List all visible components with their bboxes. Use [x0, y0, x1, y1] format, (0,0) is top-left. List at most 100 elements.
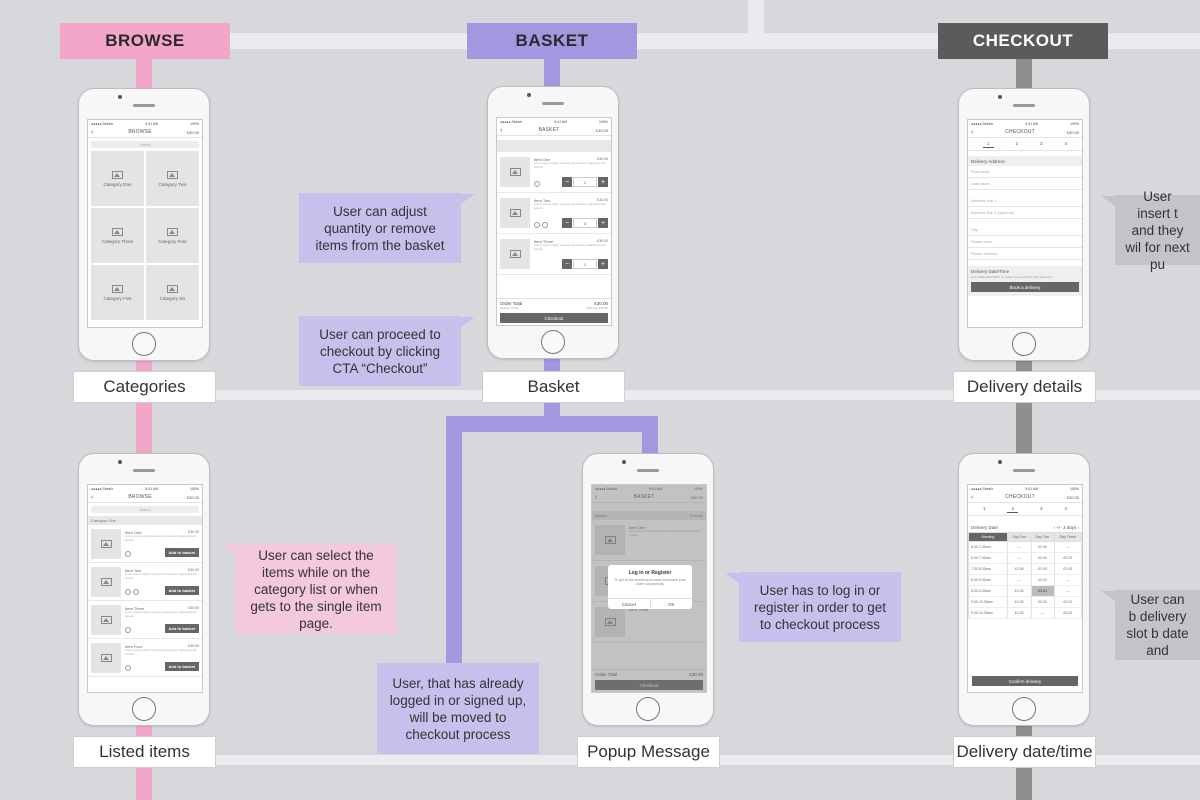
- quantity-field[interactable]: 3: [573, 218, 597, 228]
- home-button[interactable]: [541, 330, 565, 354]
- step-4[interactable]: 4: [1064, 506, 1067, 511]
- slot-cell[interactable]: £2.00: [1030, 541, 1055, 553]
- slot-cell[interactable]: —: [1007, 552, 1032, 564]
- remove-icon[interactable]: [534, 181, 540, 187]
- favourite-icon[interactable]: [125, 589, 131, 595]
- home-button[interactable]: [1012, 697, 1036, 721]
- add-to-basket-button[interactable]: Add to basket: [164, 548, 199, 557]
- search-input[interactable]: Search: [91, 506, 199, 513]
- slot-cell[interactable]: —: [1007, 541, 1032, 553]
- last-name-field[interactable]: Last name: [968, 178, 1082, 190]
- slot-cell[interactable]: —: [1053, 585, 1082, 597]
- basket-item[interactable]: Item Three Lorem ipsum dolor sit amet co…: [497, 234, 611, 275]
- add-to-basket-button[interactable]: Add to basket: [164, 624, 199, 633]
- column-header[interactable]: Day One: [1007, 532, 1032, 542]
- back-icon[interactable]: ‹: [971, 128, 974, 136]
- slot-cell[interactable]: —: [1053, 541, 1082, 553]
- cart-price[interactable]: £30.00: [595, 127, 608, 133]
- decrease-button[interactable]: −: [562, 218, 572, 228]
- add-to-basket-button[interactable]: Add to basket: [164, 586, 199, 595]
- increase-button[interactable]: +: [598, 177, 608, 187]
- first-name-field[interactable]: First name: [968, 166, 1082, 178]
- slot-cell[interactable]: £2.00: [1030, 574, 1055, 586]
- step-3[interactable]: 3: [1039, 141, 1043, 146]
- book-delivery-button[interactable]: Book a delivery: [971, 282, 1079, 292]
- list-item[interactable]: Item Two Lorem ipsum dolor sit amet cons…: [88, 563, 202, 601]
- cart-price[interactable]: £30.00: [186, 494, 199, 500]
- step-1[interactable]: 1: [982, 506, 986, 511]
- cart-price[interactable]: £30.00: [186, 129, 199, 135]
- category-cell[interactable]: Category Two: [146, 151, 199, 206]
- cart-price[interactable]: £30.00: [1066, 494, 1079, 500]
- slot-cell[interactable]: £2.00: [1053, 607, 1082, 619]
- column-header[interactable]: Day Three: [1053, 532, 1082, 542]
- list-item[interactable]: Item Three Lorem ipsum dolor sit amet co…: [88, 601, 202, 639]
- increase-button[interactable]: +: [598, 259, 608, 269]
- list-item[interactable]: Item Four Lorem ipsum dolor sit amet con…: [88, 639, 202, 677]
- category-cell[interactable]: Category Three: [91, 208, 144, 263]
- slot-cell[interactable]: —: [1030, 607, 1055, 619]
- slot-cell-selected[interactable]: £3.00: [1030, 585, 1055, 597]
- home-button[interactable]: [132, 332, 156, 356]
- column-header[interactable]: Day Two: [1030, 532, 1055, 542]
- slot-cell[interactable]: £2.00: [1053, 552, 1082, 564]
- favourite-icon[interactable]: [125, 665, 131, 671]
- slot-cell[interactable]: £2.00: [1053, 563, 1082, 575]
- back-icon[interactable]: ‹: [91, 493, 94, 501]
- slot-cell[interactable]: £2.00: [1007, 607, 1032, 619]
- favourite-icon[interactable]: [125, 551, 131, 557]
- step-3[interactable]: 3: [1039, 506, 1043, 511]
- confirm-delivery-button[interactable]: Confirm delivery: [972, 676, 1078, 686]
- back-icon[interactable]: ‹: [500, 126, 503, 134]
- decrease-button[interactable]: −: [562, 259, 572, 269]
- info-icon[interactable]: [542, 222, 548, 228]
- slot-cell[interactable]: £2.00: [1007, 596, 1032, 608]
- city-field[interactable]: City: [968, 224, 1082, 236]
- back-icon[interactable]: ‹: [971, 493, 974, 501]
- phone-number-field[interactable]: Phone number: [968, 248, 1082, 260]
- slot-cell[interactable]: —: [1007, 574, 1032, 586]
- address-line2-field[interactable]: Address line 2 (optional): [968, 207, 1082, 219]
- checkout-button[interactable]: Checkout: [500, 313, 608, 323]
- chevron-left-icon[interactable]: ‹: [1053, 524, 1056, 530]
- category-cell[interactable]: Category Five: [91, 265, 144, 320]
- step-2[interactable]: 2: [1015, 141, 1018, 146]
- quantity-field[interactable]: 1: [573, 177, 597, 187]
- home-button[interactable]: [636, 697, 660, 721]
- increase-button[interactable]: +: [598, 218, 608, 228]
- decrease-button[interactable]: −: [562, 177, 572, 187]
- slot-cell[interactable]: £2.00: [1007, 585, 1032, 597]
- slot-cell[interactable]: £2.00: [1030, 552, 1055, 564]
- cancel-button[interactable]: Cancel: [621, 601, 636, 607]
- category-cell[interactable]: Category One: [91, 151, 144, 206]
- chevron-right-icon[interactable]: ›: [1077, 524, 1080, 530]
- remove-icon[interactable]: [534, 222, 540, 228]
- home-button[interactable]: [132, 697, 156, 721]
- ok-button[interactable]: OK: [649, 599, 693, 609]
- slot-cell[interactable]: —: [1053, 574, 1082, 586]
- category-cell[interactable]: Category Six: [146, 265, 199, 320]
- slot-cell[interactable]: £2.00: [1053, 596, 1082, 608]
- category-cell[interactable]: Category Four: [146, 208, 199, 263]
- search-input[interactable]: Search: [91, 141, 199, 148]
- back-icon[interactable]: ‹: [595, 493, 598, 501]
- info-icon[interactable]: [133, 589, 139, 595]
- add-to-basket-button[interactable]: Add to basket: [164, 662, 199, 671]
- back-icon[interactable]: ‹: [91, 128, 94, 136]
- column-header[interactable]: Morning: [968, 532, 1009, 542]
- step-4[interactable]: 4: [1064, 141, 1067, 146]
- favourite-icon[interactable]: [125, 627, 131, 633]
- basket-item[interactable]: Item One Lorem ipsum dolor sit amet cons…: [497, 152, 611, 193]
- list-item[interactable]: Item One Lorem ipsum dolor sit amet cons…: [88, 525, 202, 563]
- postal-code-field[interactable]: Postal code: [968, 236, 1082, 248]
- step-1[interactable]: 1: [982, 141, 994, 148]
- cart-price[interactable]: £30.00: [690, 494, 703, 500]
- step-2[interactable]: 2: [1007, 506, 1018, 513]
- address-line1-field[interactable]: Address line 1: [968, 195, 1082, 207]
- slot-cell[interactable]: £2.00: [1030, 563, 1055, 575]
- basket-item[interactable]: Item Two Lorem ipsum dolor sit amet cons…: [497, 193, 611, 234]
- quantity-field[interactable]: 1: [573, 259, 597, 269]
- slot-cell[interactable]: £2.00: [1007, 563, 1032, 575]
- slot-cell[interactable]: £2.00: [1030, 596, 1055, 608]
- cart-price[interactable]: £30.00: [1066, 129, 1079, 135]
